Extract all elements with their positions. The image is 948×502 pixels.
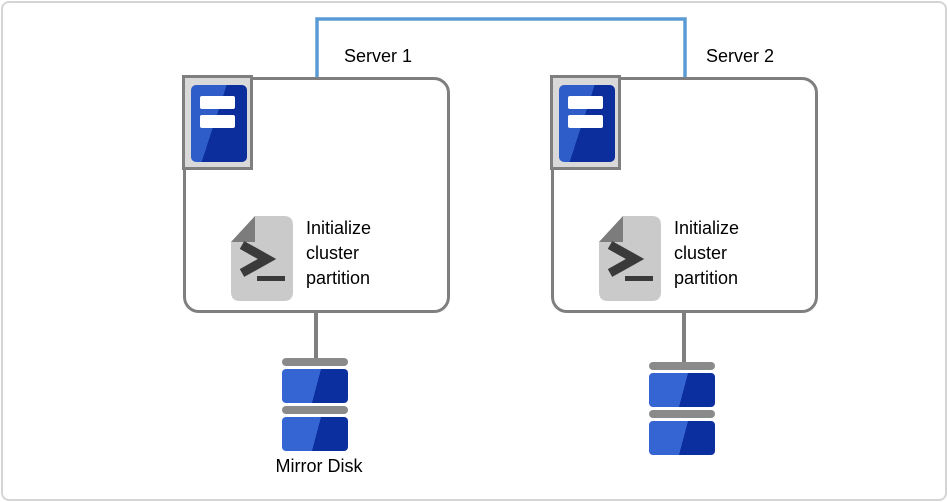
mirror-disk-icon (649, 362, 715, 455)
server2-disk-connector (682, 313, 686, 363)
server2-label: Server 2 (706, 46, 775, 66)
server-drive-bay-icon (568, 96, 603, 109)
server-drive-bay-icon (200, 115, 235, 128)
disk-volume (649, 373, 715, 407)
server1-disk-connector (314, 313, 318, 359)
disk-volume (649, 421, 715, 455)
disk-platter-bar (649, 410, 715, 418)
server1-icon-plate (182, 75, 253, 170)
server1-script-label: Initialize cluster partition (306, 218, 372, 288)
mirror-disk-icon (282, 358, 348, 451)
server-tower-icon (191, 85, 247, 162)
server-drive-bay-icon (568, 115, 603, 128)
server-drive-bay-icon (200, 96, 235, 109)
mirror-disk-label: Mirror Disk (275, 456, 363, 476)
disk-platter-bar (649, 362, 715, 370)
server2-icon-plate (550, 75, 621, 170)
server1-label: Server 1 (344, 46, 413, 66)
server2-script-label: Initialize cluster partition (674, 218, 740, 288)
disk-volume (282, 369, 348, 403)
terminal-script-icon (599, 216, 661, 301)
server1-node: Initialize cluster partition (182, 75, 450, 313)
disk-platter-bar (282, 358, 348, 366)
disk-platter-bar (282, 406, 348, 414)
server-tower-icon (559, 85, 615, 162)
disk-volume (282, 417, 348, 451)
server2-node: Initialize cluster partition (550, 75, 818, 313)
terminal-script-icon (231, 216, 293, 301)
